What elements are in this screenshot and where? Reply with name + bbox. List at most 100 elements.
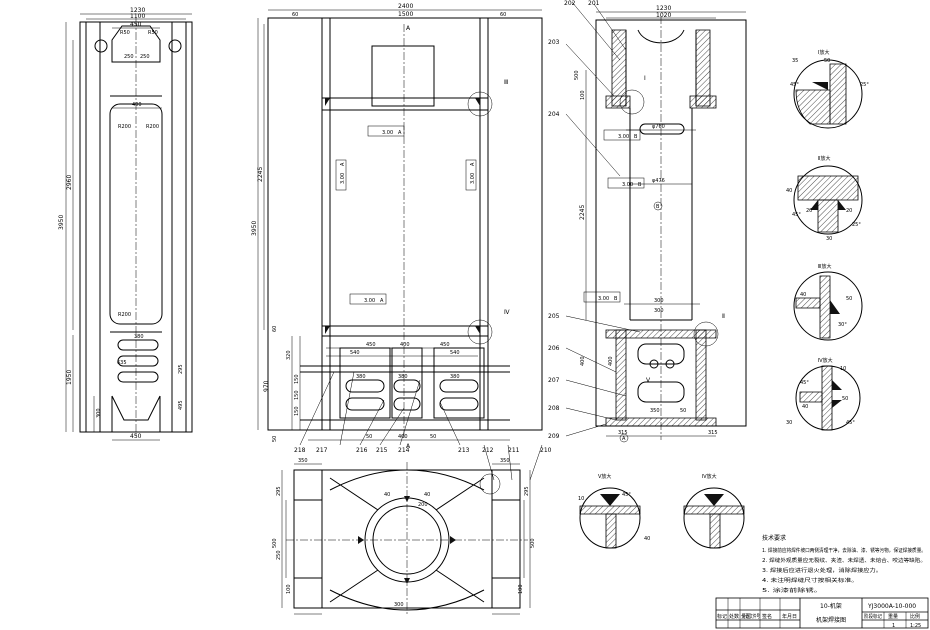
dim-label: 150 [294, 374, 300, 384]
side-view-dims: 2400 1500 60 60 3950 2245 60 970 320 150… [251, 3, 506, 442]
detail-view-5: Ⅴ放大 10 40 45° [578, 473, 650, 549]
dim-label: 150 [294, 406, 300, 416]
dim-label: 40 [644, 536, 650, 542]
datum-label: B [656, 204, 660, 210]
detail-view-1: Ⅰ放大 35 50 45° 25° [790, 49, 869, 129]
stage-label: 阶段标记 [864, 613, 882, 620]
gdt-datum: B [614, 296, 618, 302]
dim-label: 970 [263, 380, 270, 392]
front-view [65, 13, 193, 441]
dim-label: 50 [824, 58, 830, 64]
part-number: 201 [588, 0, 600, 7]
dim-label: 30 [786, 420, 792, 426]
detail-title: Ⅰ放大 [818, 49, 829, 56]
dim-label: 635 [117, 360, 127, 366]
title-block: 标记 处数 分区 更改文件号 签名 年月日 10-机架 机架焊接图 YJ3000… [715, 597, 929, 629]
title-block-header: 更改文件号 [742, 613, 760, 620]
dim-label: 45° [846, 420, 855, 426]
dim-label: R200 [118, 124, 131, 130]
gdt-datum: B [638, 182, 642, 188]
dim-label: 1230 [656, 5, 671, 12]
dim-label: 10 [578, 496, 584, 502]
detail-title: Ⅴ放大 [598, 473, 611, 480]
dim-label: 50 [842, 396, 848, 402]
tech-req-item: 4. 未注明焊缝尺寸按相关标准。 [762, 577, 858, 584]
technical-requirements: 技术要求 1. 焊接前应将焊件坡口两侧清理干净，去除油、漆、锈等污物，保证焊接质… [762, 534, 926, 594]
side-view [257, 9, 543, 481]
part-number: 214 [398, 447, 410, 454]
dim-label: 350 [650, 408, 660, 414]
detail-view-2: Ⅱ放大 40 20 45° 20 30 25° [786, 155, 863, 242]
dim-label: 380 [356, 374, 366, 380]
dim-label: 300 [394, 602, 404, 608]
part-number: 217 [316, 447, 328, 454]
dim-label: 45° [622, 492, 631, 498]
dim-label: 1230 [130, 7, 145, 14]
detail-callout: Ⅳ [504, 309, 510, 316]
sheet-number: 1 [892, 623, 895, 629]
drawing-name: 10-机架 [820, 602, 842, 610]
dim-label: R50 [148, 30, 158, 36]
dim-label: 60 [292, 12, 298, 18]
dim-label: 300 [654, 298, 664, 304]
dim-label: 200 [418, 502, 428, 508]
drawing-code: YJ3000A-10-000 [867, 603, 916, 610]
stage-label: 重量 [888, 613, 898, 620]
dim-label: 3950 [58, 215, 65, 230]
right-view-dims: 1230 1020 φ760 φ476 300 100 500 2245 300… [574, 5, 718, 436]
part-number: 202 [564, 0, 576, 7]
gdt-datum: A [398, 130, 402, 136]
tech-req-item: 3. 焊接后应进行退火处理，消除焊接应力。 [762, 567, 882, 574]
part-number: 215 [376, 447, 388, 454]
gdt-datum: A [340, 162, 346, 166]
part-number: 207 [548, 377, 560, 384]
section-mark-a: A [406, 25, 411, 32]
dim-label: 450 [440, 342, 450, 348]
dim-label: 540 [350, 350, 360, 356]
dim-label: 1100 [130, 13, 145, 20]
dim-label: 45° [800, 380, 809, 386]
dim-label: 2400 [398, 3, 413, 10]
part-number: 209 [548, 433, 560, 440]
dim-label: 400 [398, 434, 408, 440]
side-view-gdt: 3.00 A 3.00 A 3.00 A 3.00 A A A Ⅲ Ⅳ [335, 25, 510, 450]
title-block-header: 年月日 [782, 613, 797, 620]
dim-label: 30 [826, 236, 832, 242]
dim-label: 450 [130, 433, 142, 440]
dim-label: 300 [654, 308, 664, 314]
part-number: 216 [356, 447, 368, 454]
dim-label: 40 [786, 188, 792, 194]
dim-label: 60 [272, 326, 278, 332]
gdt-datum: A [380, 298, 384, 304]
dim-label: 45° [790, 82, 799, 88]
dim-label: 300 [96, 408, 102, 418]
plan-view [281, 462, 531, 616]
title-block-header: 标记 [717, 613, 727, 620]
dim-label: 450 [366, 342, 376, 348]
dim-label: φ760 [652, 124, 665, 130]
dim-label: 40 [384, 492, 390, 498]
dim-label: 380 [134, 334, 144, 340]
gdt-tolerance: 3.00 [598, 296, 609, 302]
dim-label: 2245 [257, 167, 264, 182]
detail-view-6: Ⅳ放大 [683, 473, 745, 549]
detail-title: Ⅳ放大 [818, 357, 833, 364]
datum-label: A [622, 436, 626, 442]
tech-req-title: 技术要求 [762, 534, 786, 542]
dim-label: 1500 [398, 11, 413, 18]
dim-label: 400 [580, 356, 586, 366]
dim-label: 20 [806, 208, 812, 214]
dim-label: 1950 [66, 370, 73, 385]
title-block-header: 签名 [762, 613, 772, 620]
dim-label: 100 [580, 90, 586, 100]
dim-label: 500 [574, 70, 580, 80]
dim-label: 495 [178, 400, 184, 410]
gdt-datum: B [634, 134, 638, 140]
part-number: 208 [548, 405, 560, 412]
dim-label: 1020 [656, 12, 671, 19]
tech-req-item: 2. 焊缝外观质量应无裂纹、夹渣、未焊透、未熔合、咬边等缺陷。 [762, 557, 926, 564]
dim-label: 150 [294, 390, 300, 400]
dim-label: 350 [500, 458, 510, 464]
detail-view-3: Ⅲ放大 40 50 30° [793, 263, 863, 341]
